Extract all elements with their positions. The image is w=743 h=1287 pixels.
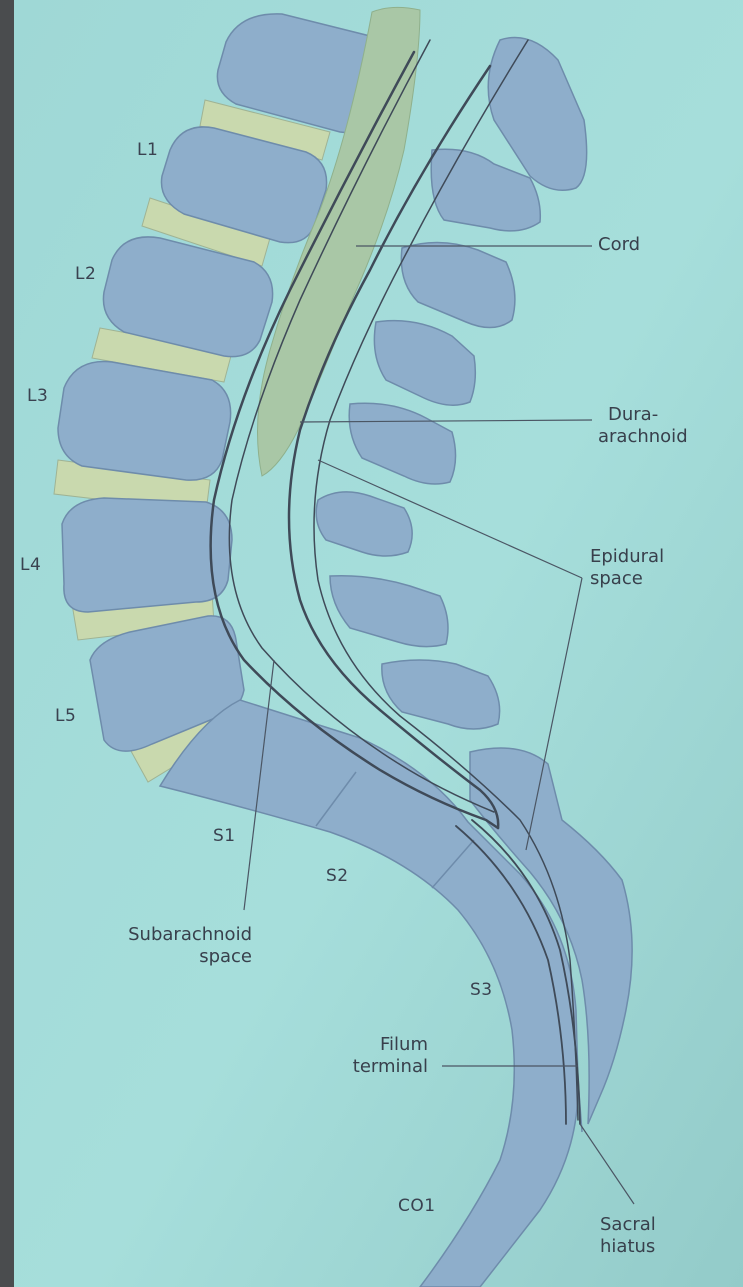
callout-filum-line-1: Filum (328, 1034, 428, 1056)
label-l5: L5 (55, 706, 76, 726)
callout-dura-line-2: arachnoid (598, 426, 688, 448)
callout-sacral-line-2: hiatus (600, 1236, 656, 1258)
vertebral-body-l4 (62, 498, 232, 612)
label-co1: CO1 (398, 1196, 436, 1216)
label-s2: S2 (326, 866, 349, 886)
callout-sacral-line-1: Sacral (600, 1214, 656, 1236)
callout-subarachnoid-space: Subarachnoid space (84, 924, 252, 968)
label-l2: L2 (75, 264, 96, 284)
callout-epidural-space: Epidural space (590, 546, 664, 590)
callout-filum-terminal: Filum terminal (328, 1034, 428, 1078)
callout-epidural-line-2: space (590, 568, 664, 590)
callout-subarachnoid-line-1: Subarachnoid (84, 924, 252, 946)
callout-cord: Cord (598, 234, 640, 256)
screen-edge (0, 0, 14, 1287)
callout-sacral-hiatus: Sacral hiatus (600, 1214, 656, 1258)
vertebral-body-l3 (58, 362, 231, 481)
callout-dura-line-1: Dura- (598, 404, 688, 426)
label-l3: L3 (27, 386, 48, 406)
label-s3: S3 (470, 980, 493, 1000)
label-l1: L1 (137, 140, 158, 160)
label-l4: L4 (20, 555, 41, 575)
callout-dura-arachnoid: Dura- arachnoid (598, 404, 688, 448)
callout-filum-line-2: terminal (328, 1056, 428, 1078)
callout-cord-text: Cord (598, 234, 640, 256)
callout-subarachnoid-line-2: space (84, 946, 252, 968)
callout-epidural-line-1: Epidural (590, 546, 664, 568)
label-s1: S1 (213, 826, 236, 846)
